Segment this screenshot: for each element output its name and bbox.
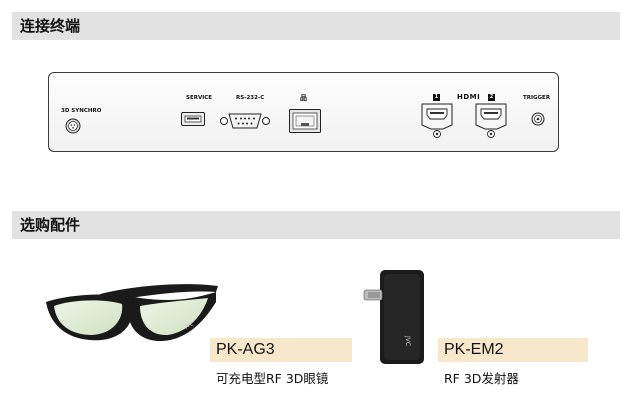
emitter-brand-logo: JVC	[404, 335, 411, 346]
section-header-accessories: 选购配件	[12, 211, 620, 239]
hdmi-logo: HDMI	[457, 93, 481, 101]
label-service: SERVICE	[186, 95, 213, 101]
label-trigger: TRIGGER	[523, 95, 551, 101]
service-usb-port	[181, 111, 205, 126]
3d-synchro-port	[65, 118, 81, 134]
network-icon: 品	[300, 94, 307, 102]
section-header-connect: 连接终端	[12, 12, 620, 40]
accessory-desc-pk-ag3: 可充电型RF 3D眼镜	[216, 371, 329, 386]
3d-glasses-image: JVC	[40, 280, 220, 350]
hdmi-1-port	[421, 103, 453, 139]
hdmi-2-port	[475, 103, 507, 139]
glasses-brand-logo: JVC	[184, 321, 195, 330]
hdmi-1-number: 1	[433, 94, 440, 101]
projector-rear-panel: 3D SYNCHRO SERVICE RS-232-C	[48, 72, 559, 152]
lan-port	[289, 109, 321, 133]
hdmi-2-number: 2	[488, 94, 495, 101]
label-3d-synchro: 3D SYNCHRO	[61, 108, 102, 114]
trigger-jack	[531, 111, 545, 126]
rs232c-port	[219, 111, 271, 131]
accessory-model-pk-ag3: PK-AG3	[210, 338, 352, 362]
label-rs232c: RS-232-C	[236, 95, 265, 101]
accessory-model-pk-em2: PK-EM2	[438, 338, 588, 362]
accessory-desc-pk-em2: RF 3D发射器	[444, 371, 519, 386]
rf-emitter-image: JVC	[362, 268, 432, 368]
